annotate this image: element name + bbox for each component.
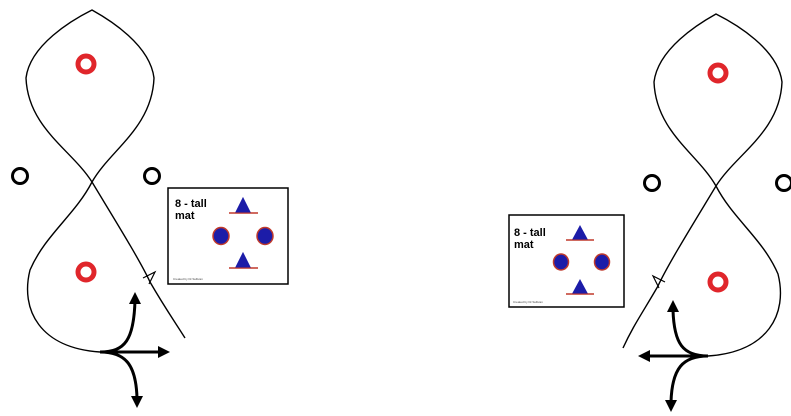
left-bottom-red-cone [75, 261, 97, 283]
left-card-footer: Created by Dr.Sullivan [173, 277, 203, 281]
right-path-arrowhead [651, 274, 666, 289]
right-card-footer: Created by Dr.Sullivan [513, 300, 543, 304]
left-top-red-cone [75, 53, 97, 75]
right-instruction-card: 8 - tall mat Created by Dr.Sullivan [508, 214, 625, 308]
right-card-title-line1: 8 - tall [514, 227, 546, 239]
right-side-black-cone-left [643, 174, 661, 192]
left-instruction-card: 8 - tall mat Created by Dr.Sullivan [167, 187, 289, 285]
right-card-title-line2: mat [514, 239, 534, 251]
left-card-title-line1: 8 - tall [175, 198, 207, 210]
right-card-diagram [552, 224, 611, 295]
left-card-diagram [212, 196, 274, 269]
right-start-arrows [638, 300, 709, 412]
left-card-title-line2: mat [175, 210, 195, 222]
left-side-black-cone-right [143, 167, 161, 185]
right-bottom-red-cone [707, 271, 729, 293]
left-figure-eight-path [25, 9, 186, 353]
left-pattern: 8 - tall mat Created by Dr.Sullivan [11, 9, 289, 408]
right-top-red-cone [707, 62, 729, 84]
left-side-black-cone-left [11, 167, 29, 185]
right-figure-eight-path [622, 13, 783, 357]
left-start-arrows [99, 292, 170, 408]
right-pattern: 8 - tall mat Created by Dr.Sullivan [508, 13, 791, 412]
left-path-arrowhead [142, 270, 157, 285]
right-side-black-cone-right [775, 174, 791, 192]
